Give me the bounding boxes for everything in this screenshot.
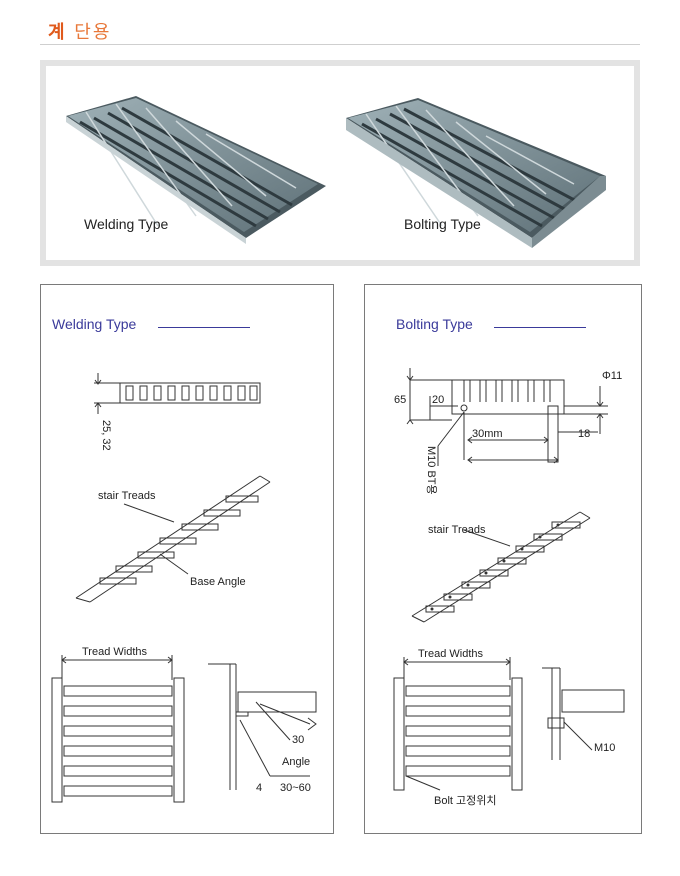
bolting-dim-20: 20 [432, 394, 445, 406]
bolting-tread-widths-drawing [393, 657, 523, 791]
welding-stair-treads-label: stair Treads [98, 490, 156, 502]
bolting-dim-65: 65 [394, 394, 407, 406]
welding-weld-30-60: 30~60 [280, 782, 311, 794]
welding-stair-drawing [75, 475, 271, 603]
welding-title-underline [158, 327, 250, 328]
bolting-photo-caption: Bolting Type [404, 216, 481, 232]
bolting-tread-widths-label: Tread Widths [418, 648, 484, 660]
welding-photo-caption: Welding Type [84, 216, 169, 232]
bolting-stair-drawing [411, 511, 591, 623]
welding-section-title: Welding Type [52, 316, 137, 332]
welding-profile-drawing [94, 373, 261, 414]
bolting-title-underline [494, 327, 586, 328]
welding-weld-4: 4 [256, 782, 263, 794]
welding-base-angle-label: Base Angle [190, 576, 246, 588]
bolting-dim-30mm: 30mm [472, 428, 503, 440]
welding-tread-widths-label: Tread Widths [82, 646, 148, 658]
welding-dim-30: 30 [292, 734, 305, 746]
photo-panel: Welding Type Bolting Type [40, 60, 640, 266]
bolting-stair-treads-label: stair Treads [428, 524, 486, 536]
bolting-m10-bt-label: M10 BT용 [425, 446, 437, 495]
photo-panel-inner: Welding Type Bolting Type [46, 66, 634, 260]
bolting-profile-drawing [406, 368, 608, 466]
welding-detail-drawing [208, 663, 317, 790]
page-title-part1: 계 [48, 22, 67, 43]
welding-grating-photo [66, 96, 606, 248]
welding-diagram-frame [40, 284, 334, 834]
welding-tread-widths-drawing [51, 655, 185, 803]
welding-thickness-dimension: 25, 32 [100, 420, 112, 451]
bolting-dim-phi11: Φ11 [602, 370, 623, 382]
welding-angle-label: Angle [282, 756, 311, 768]
title-divider [40, 44, 640, 45]
bolting-bolt-position-label: Bolt 고정위치 [434, 795, 497, 807]
bolting-detail-drawing [542, 667, 625, 760]
bolting-m10-label: M10 [594, 742, 616, 754]
bolting-dim-18: 18 [578, 428, 591, 440]
bolting-section-title: Bolting Type [396, 316, 473, 332]
page-title: 계 단용 [48, 18, 111, 44]
page-title-part2: 단용 [74, 22, 112, 43]
